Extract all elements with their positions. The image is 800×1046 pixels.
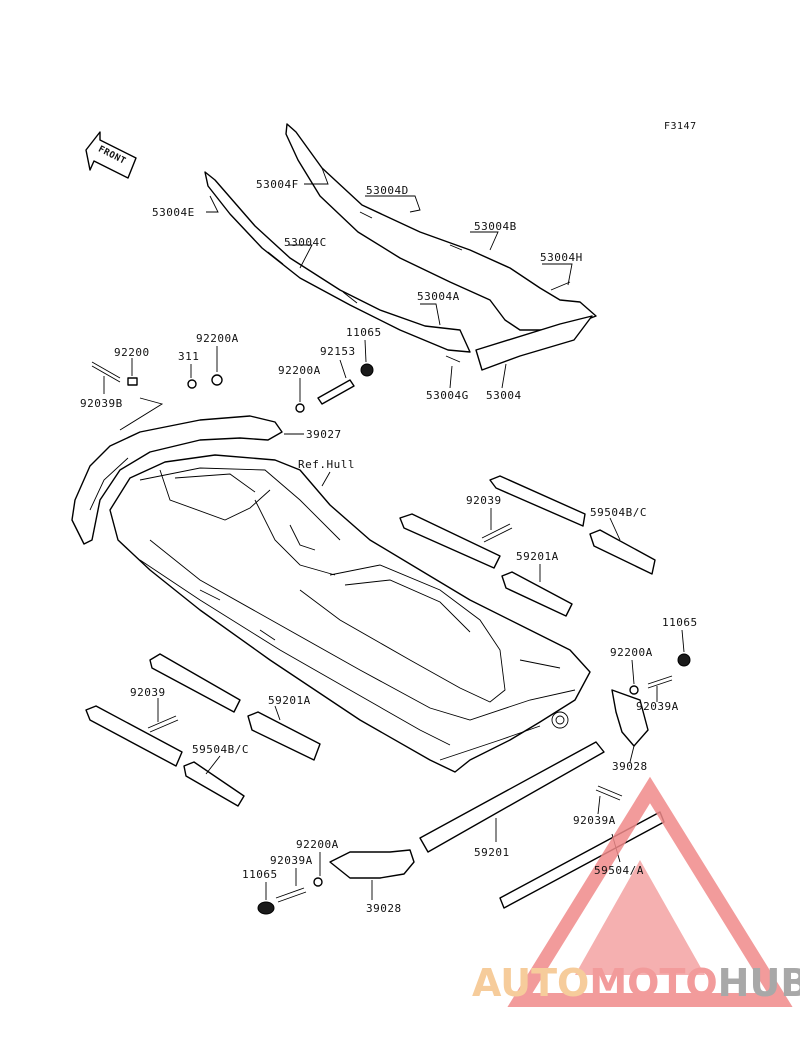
- grab-handle-39027: [71, 397, 304, 545]
- callout-53004E: 53004E: [152, 206, 195, 219]
- callout-53004G: 53004G: [426, 389, 469, 402]
- callout-59504A: 59504/A: [594, 864, 644, 877]
- callout-11065-right: 11065: [662, 616, 698, 629]
- callout-59504BC-left: 59504B/C: [192, 743, 249, 756]
- callout-53004H: 53004H: [540, 251, 583, 264]
- callout-59504BC-right: 59504B/C: [590, 506, 647, 519]
- left-side-parts: [85, 653, 321, 807]
- callout-39027: 39027: [306, 428, 342, 441]
- callout-92200A-bottom: 92200A: [296, 838, 339, 851]
- callout-labels: 53004F 53004D 53004E 53004C 53004B 53004…: [80, 178, 698, 915]
- callout-11065-top: 11065: [346, 326, 382, 339]
- callout-59201A-right: 59201A: [516, 550, 559, 563]
- seat-cover-assembly: [204, 123, 597, 371]
- callout-39028-right: 39028: [612, 760, 648, 773]
- callout-53004A: 53004A: [417, 290, 460, 303]
- figure-code: F3147: [664, 121, 697, 132]
- callout-39028-bottom: 39028: [366, 902, 402, 915]
- callout-53004: 53004: [486, 389, 522, 402]
- watermark-part3: HUB: [718, 961, 800, 1005]
- callout-92039B: 92039B: [80, 397, 123, 410]
- callout-92200A-mid: 92200A: [278, 364, 321, 377]
- right-side-parts: [399, 475, 691, 815]
- front-arrow-icon: FRONT: [85, 131, 137, 179]
- watermark-logo: AUTOMOTOHUB: [472, 776, 800, 1007]
- callout-92200A-right: 92200A: [610, 646, 653, 659]
- seat-leaders: [206, 167, 573, 389]
- callout-53004C: 53004C: [284, 236, 327, 249]
- callout-11065-bottom: 11065: [242, 868, 278, 881]
- callout-92200A-top: 92200A: [196, 332, 239, 345]
- watermark-part2: MOTO: [589, 961, 717, 1005]
- callout-92153: 92153: [320, 345, 356, 358]
- callout-92039A-bottom: 92039A: [573, 814, 616, 827]
- watermark-part1: AUTO: [472, 961, 589, 1005]
- top-fasteners: [91, 339, 374, 413]
- callout-92039-left: 92039: [130, 686, 166, 699]
- callout-92200-top: 92200: [114, 346, 150, 359]
- callout-92039A-left: 92039A: [270, 854, 313, 867]
- callout-59201: 59201: [474, 846, 510, 859]
- callout-53004B: 53004B: [474, 220, 517, 233]
- callout-311: 311: [178, 350, 199, 363]
- ref-hull-label: Ref.Hull: [298, 458, 355, 471]
- callout-59201A-left: 59201A: [268, 694, 311, 707]
- svg-text:AUTOMOTOHUB: AUTOMOTOHUB: [472, 961, 800, 1005]
- hull-reference: [109, 454, 591, 773]
- callout-53004D: 53004D: [366, 184, 409, 197]
- callout-92039-right: 92039: [466, 494, 502, 507]
- callout-92039A-right: 92039A: [636, 700, 679, 713]
- callout-53004F: 53004F: [256, 178, 299, 191]
